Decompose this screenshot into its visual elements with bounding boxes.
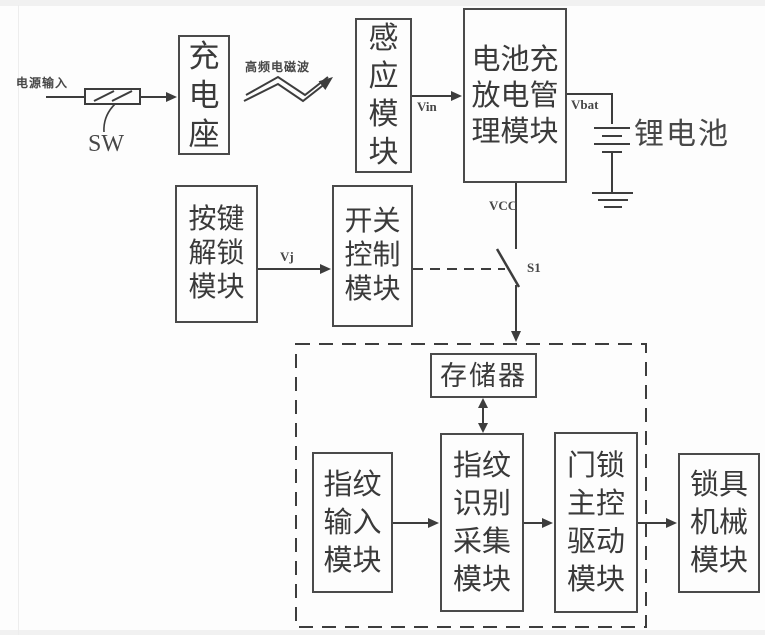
memory-double-arrow: [478, 398, 488, 433]
label-vin: Vin: [417, 99, 437, 114]
power-switch-sw-symbol: [46, 88, 177, 133]
label-s1: S1: [527, 260, 541, 275]
block-fingerprint-recognition-module: 指纹 识别 采集 模块: [440, 433, 524, 612]
s1-switch-blade: [495, 248, 521, 288]
label-hf-electromagnetic-wave: 高频电磁波: [245, 60, 311, 74]
vj-arrow: [258, 264, 331, 274]
label-power-input: 电源输入: [16, 76, 69, 90]
bottom-frame-strip: [0, 630, 765, 635]
block-switch-control-module: 开关 控制 模块: [332, 185, 413, 327]
hf-wave-zigzag-arrow-icon: [243, 75, 333, 103]
ground-symbol: [592, 152, 633, 208]
block-battery-charge-discharge-mgmt: 电池充 放电管 理模块: [463, 8, 567, 183]
label-vcc: VCC: [489, 198, 518, 213]
label-lithium-battery: 锂电池: [634, 118, 730, 151]
left-frame-line: [18, 5, 19, 635]
label-vbat: Vbat: [571, 97, 599, 112]
label-sw: SW: [88, 131, 124, 157]
block-induction-module: 感 应 模 块: [355, 18, 412, 173]
vcc-down-arrow: [511, 285, 521, 342]
block-lock-main-control-drive-module: 门锁 主控 驱动 模块: [554, 432, 638, 613]
block-lock-mechanical-module: 锁具 机械 模块: [678, 453, 760, 593]
top-frame-strip: [0, 0, 765, 6]
block-memory: 存储器: [430, 353, 537, 398]
block-fingerprint-input-module: 指纹 输入 模块: [312, 452, 393, 593]
label-vj: Vj: [280, 249, 294, 264]
battery-symbol: [594, 127, 630, 153]
block-key-unlock-module: 按键 解锁 模块: [175, 185, 258, 323]
block-charging-dock: 充 电 座: [178, 35, 230, 155]
